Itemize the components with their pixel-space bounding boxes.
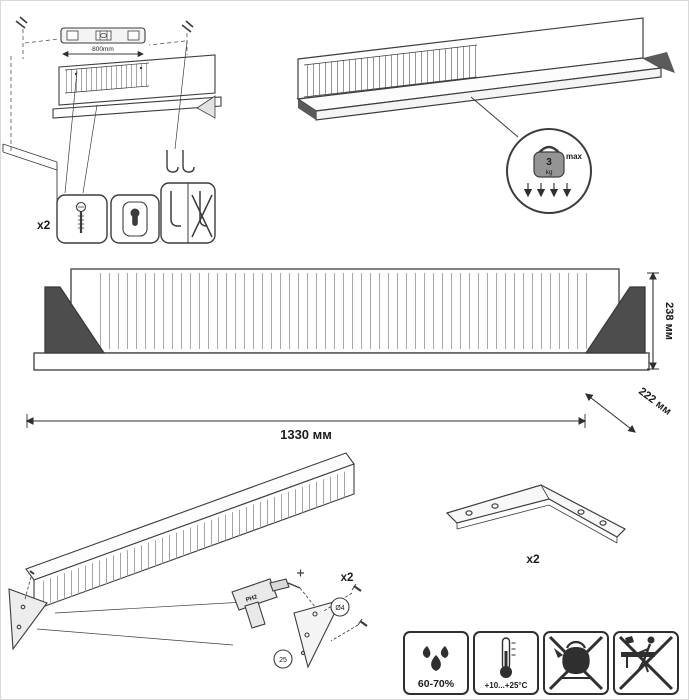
height-dimension: 238 мм [647, 271, 675, 371]
weight-unit-label: kg [546, 169, 553, 176]
cross-out-icon [548, 635, 604, 691]
width-label: 1330 мм [280, 427, 332, 442]
no-kettle-box [543, 631, 609, 695]
weight-value-label: 3 [546, 157, 552, 168]
screw-anchor-icon [75, 201, 87, 233]
wall-anchor-mark-right [181, 20, 194, 33]
right-end-bracket [643, 52, 675, 73]
height-label: 238 мм [663, 302, 675, 340]
hardware-box-hooks [160, 182, 216, 244]
screw-diameter-label: Ø4 [335, 605, 344, 612]
temperature-label: +10...+25°C [485, 681, 528, 690]
screw-length-badge: 25 [273, 649, 293, 669]
groove-band [95, 273, 587, 349]
right-bracket [584, 286, 646, 354]
kettlebell-icon: 3 kg [533, 145, 565, 178]
shelf-board-front [33, 352, 650, 371]
humidity-label: 60-70% [418, 678, 455, 690]
hardware-box-keyhole [110, 194, 160, 244]
width-dimension: 1330 мм [25, 414, 587, 442]
shelf-front-view [33, 268, 650, 371]
assembly-qty-label: x2 [341, 572, 354, 584]
left-end-bracket [298, 99, 316, 120]
keyhole-plate-icon [122, 201, 148, 237]
screw-icon [351, 583, 362, 592]
thermometer-icon [500, 637, 516, 678]
bracket-qty-label: x2 [526, 552, 540, 566]
no-kettle-icon [554, 640, 591, 679]
wall-mounting-diagram: 800mm x2 [2, 16, 222, 244]
temperature-box: +10...+25°C [473, 631, 539, 695]
max-label: max [566, 152, 583, 161]
left-bracket [44, 286, 106, 354]
bracket-outline [445, 484, 627, 538]
attached-bracket-drawing [8, 570, 48, 651]
no-climbing-box [613, 631, 679, 695]
ph2-bit-icon [297, 569, 304, 577]
wall-hooks-icon [166, 150, 195, 173]
ph2-label: PH2 [245, 594, 259, 604]
hardware-box-screw [56, 194, 108, 244]
screwdriver-icon: PH2 [231, 569, 317, 629]
usage-conditions-panel: 60-70% +10...+25°C [403, 631, 679, 695]
humidity-drops-icon [422, 646, 449, 671]
spirit-level-icon [60, 27, 146, 44]
flipped-shelf-drawing [25, 452, 355, 611]
depth-label: 222 мм [636, 385, 673, 417]
level-dimension: 800mm [62, 46, 144, 58]
load-limit-callout: 3 kg max [470, 96, 592, 214]
screw-length-label: 25 [279, 657, 287, 664]
bracket-part-diagram: x2 [445, 484, 627, 566]
hardware-leader-lines [64, 40, 188, 194]
cross-out-icon-2 [618, 635, 674, 691]
level-dimension-label: 800mm [92, 46, 114, 53]
mounted-panel-drawing [52, 54, 222, 119]
screw-icon-2 [357, 618, 368, 627]
humidity-box: 60-70% [403, 631, 469, 695]
hardware-qty-label: x2 [37, 218, 51, 232]
depth-dimension: 222 мм [585, 385, 673, 433]
detail-leader-lines [36, 600, 262, 646]
bracket-detail-drawing: Ø4 25 [273, 583, 368, 669]
load-arrows [523, 183, 572, 198]
construction-dashed-lines [10, 29, 188, 151]
assembly-diagram: PH2 x2 Ø4 25 [8, 452, 368, 669]
wall-corner-lines [2, 143, 58, 208]
screw-diameter-badge: Ø4 [330, 597, 350, 617]
shelf-perspective-diagram: 3 kg max [296, 17, 675, 214]
wall-anchor-mark-left [15, 16, 28, 29]
hook-crossed-icon [191, 191, 213, 238]
hook-allowed-icon [170, 191, 181, 227]
